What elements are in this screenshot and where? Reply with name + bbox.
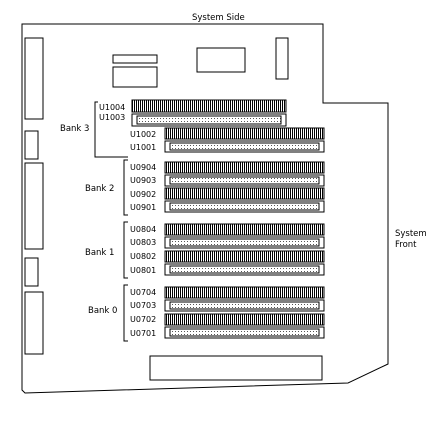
component-bottom [149, 355, 323, 381]
slot-label-u0803: U0803 [130, 238, 156, 247]
slot-label-u0701: U0701 [130, 329, 156, 338]
slot-label-u0702: U0702 [130, 315, 156, 324]
slot-label-u0704: U0704 [130, 288, 156, 297]
dimm-slot-u1003-inner [136, 115, 282, 125]
dimm-slot-u1002 [164, 127, 325, 140]
dimm-slot-u1004 [131, 99, 287, 113]
slot-label-u1004: U1004 [99, 103, 125, 112]
dimm-slot-u0702 [164, 313, 325, 326]
bank-0-bracket [123, 284, 128, 342]
slot-label-u0903: U0903 [130, 176, 156, 185]
dimm-slot-u0803-inner [169, 238, 320, 247]
slot-label-u0703: U0703 [130, 301, 156, 310]
dimm-slot-u1001-inner [169, 142, 320, 151]
system-front-label-line1: System [395, 229, 427, 239]
slot-label-u1001: U1001 [130, 143, 156, 152]
slot-label-u1002: U1002 [130, 130, 156, 139]
bank-3-bracket [94, 101, 128, 158]
component-center [196, 47, 246, 73]
slot-label-u0902: U0902 [130, 190, 156, 199]
bank-1-bracket [123, 221, 128, 279]
dimm-slot-u0701-inner [169, 328, 320, 337]
system-front-label-line2: Front [395, 240, 417, 250]
dimm-slot-u0703-inner [169, 301, 320, 310]
dimm-slot-u0901-inner [169, 202, 320, 211]
slot-label-u1003: U1003 [99, 113, 125, 122]
slot-label-u0904: U0904 [130, 163, 156, 172]
component-top-left-small [112, 54, 158, 64]
dimm-slot-u0801-inner [169, 265, 320, 274]
dimm-slot-u0902 [164, 187, 325, 200]
bank-3-label: Bank 3 [60, 124, 89, 134]
dimm-slot-u0804 [164, 223, 325, 236]
dimm-slot-u0802 [164, 250, 325, 263]
component-right-vertical [275, 37, 289, 80]
dimm-slot-u0704 [164, 286, 325, 299]
slot-label-u0804: U0804 [130, 225, 156, 234]
slot-label-u0801: U0801 [130, 266, 156, 275]
bank-1-label: Bank 1 [85, 248, 114, 258]
left-connector-4 [24, 257, 39, 287]
left-connector-3 [24, 162, 44, 250]
left-connector-2 [24, 130, 39, 160]
component-top-left-large [112, 66, 158, 88]
left-connector-1 [24, 37, 44, 120]
slot-label-u0802: U0802 [130, 252, 156, 261]
system-side-label: System Side [192, 13, 245, 23]
dimm-slot-u0904 [164, 161, 325, 174]
bank-2-bracket [123, 159, 128, 216]
slot-label-u0901: U0901 [130, 203, 156, 212]
left-connector-5 [24, 291, 44, 355]
dimm-slot-u0903-inner [169, 176, 320, 185]
bank-0-label: Bank 0 [88, 306, 117, 316]
bank-2-label: Bank 2 [85, 184, 114, 194]
board-outline [21, 23, 389, 394]
